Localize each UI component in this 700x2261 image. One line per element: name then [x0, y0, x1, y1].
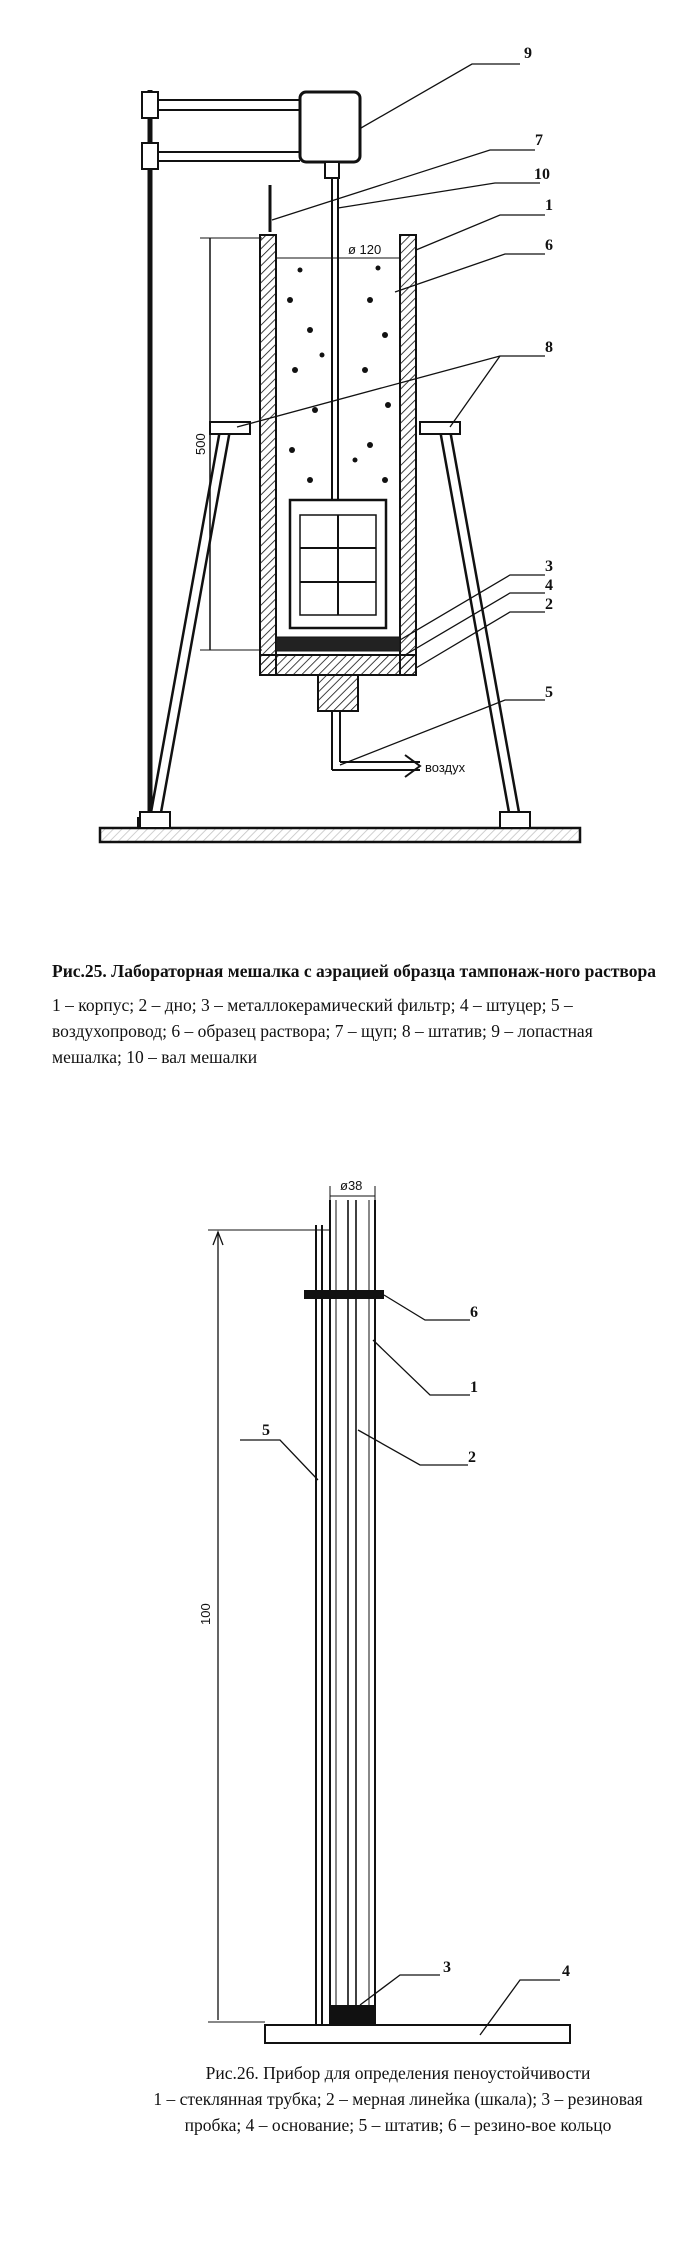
dimension-diameter: ø38 — [340, 1178, 362, 1193]
fig25-label-2: 2 — [545, 596, 553, 613]
fig25-label-5: 5 — [545, 684, 553, 701]
figure-25-mixer: воздух 500 ø 120 — [98, 63, 582, 844]
motor-housing — [298, 90, 362, 164]
fig26-label-1: 1 — [470, 1379, 478, 1396]
cone-stand — [148, 429, 522, 819]
dimension-height: 500 — [193, 433, 208, 455]
fig26-caption-title: Рис.26. Прибор для определения пеноустой… — [205, 2063, 591, 2083]
body-bottom — [259, 654, 417, 676]
fig25-caption: Рис.25. Лабораторная мешалка с аэрацией … — [52, 958, 662, 1070]
fig25-label-7: 7 — [535, 132, 543, 149]
base — [264, 2024, 571, 2044]
rubber-stopper — [330, 2005, 375, 2025]
fig26-label-6: 6 — [470, 1304, 478, 1321]
fig26-caption: Рис.26. Прибор для определения пеноустой… — [148, 2060, 648, 2138]
fitting — [317, 674, 359, 712]
air-line — [332, 761, 420, 771]
fig25-label-10: 10 — [534, 166, 550, 183]
dimension-diameter: ø 120 — [348, 242, 381, 257]
paddle — [288, 498, 388, 630]
fig26-caption-legend: 1 – стеклянная трубка; 2 – мерная линейк… — [153, 2089, 643, 2135]
fig25-label-6: 6 — [545, 237, 553, 254]
fig26-label-2: 2 — [468, 1449, 476, 1466]
body-wall-left — [259, 234, 277, 676]
figure-26-device: ø38 100 — [198, 1178, 571, 2044]
fig26-label-5: 5 — [262, 1422, 270, 1439]
fig25-label-4: 4 — [545, 577, 553, 594]
sample-dots — [287, 265, 391, 483]
fig25-label-3: 3 — [545, 558, 553, 575]
fig25-caption-legend: 1 – корпус; 2 – дно; 3 – металлокерамиче… — [52, 995, 593, 1067]
dimension-height: 100 — [198, 1603, 213, 1625]
fig25-label-8: 8 — [545, 339, 553, 356]
fig26-label-3: 3 — [443, 1959, 451, 1976]
fig25-caption-title: Рис.25. Лабораторная мешалка с аэрацией … — [52, 961, 656, 981]
rubber-ring — [304, 1290, 384, 1299]
body-wall-right — [399, 234, 417, 676]
fig25-label-1: 1 — [545, 197, 553, 214]
filter — [275, 636, 401, 652]
fig26-label-4: 4 — [562, 1963, 570, 1980]
air-label: воздух — [425, 760, 466, 775]
fig25-label-9: 9 — [524, 45, 532, 62]
